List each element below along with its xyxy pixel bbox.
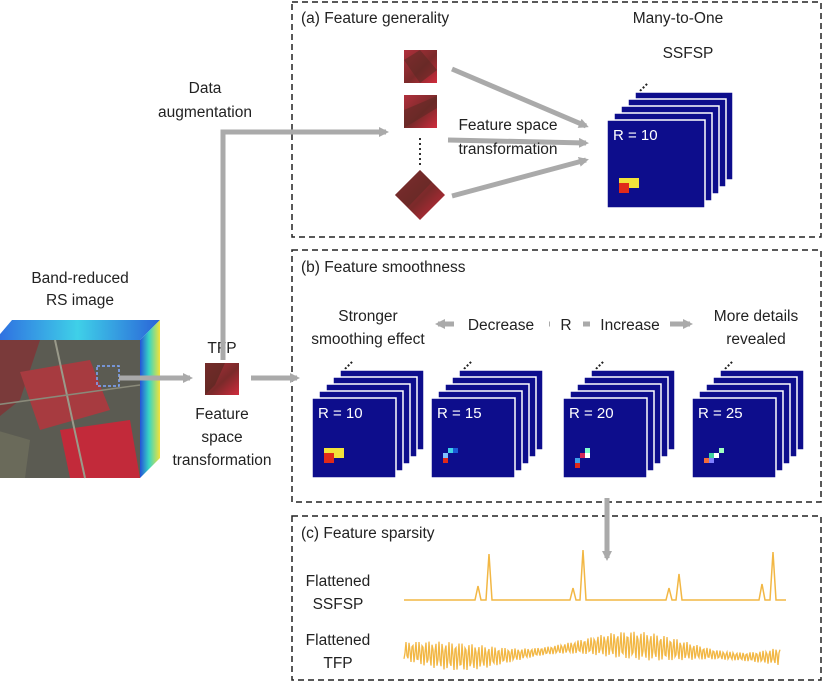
arrow-a-bottom <box>451 156 589 199</box>
more-details-line2: revealed <box>726 331 785 348</box>
feature-pixel <box>709 458 714 463</box>
rs-image-cube <box>0 320 160 479</box>
increase-label: Increase <box>600 317 659 334</box>
feature-pixel <box>575 458 580 463</box>
feature-pixel <box>719 448 724 453</box>
flattened-tfp-line1: Flattened <box>306 632 371 649</box>
ssfsp-stack-0: R = 10 <box>311 360 425 479</box>
input-fst-line3: transformation <box>172 452 271 469</box>
ssfsp-stack-3: R = 25 <box>691 360 805 479</box>
input-fst-line2: space <box>201 429 242 446</box>
feature-pixel <box>709 453 714 458</box>
ssfsp-stack-2: R = 20 <box>562 360 676 479</box>
feature-pixel <box>324 453 334 463</box>
arrow-a-top <box>451 66 589 129</box>
feature-pixel <box>575 463 580 468</box>
ssfsp-stacks-b: R = 10 R = 15 R = 20 R = 25 <box>311 360 805 479</box>
feature-map <box>430 397 516 479</box>
decrease-label-bg <box>454 312 549 334</box>
many-to-one-label: Many-to-One <box>633 10 723 27</box>
flattened-ssfsp-line1: Flattened <box>306 573 371 590</box>
flattened-tfp-line2: TFP <box>323 655 352 672</box>
arrow-a-mid <box>447 137 589 148</box>
rs-image-title-line2: RS image <box>46 292 114 309</box>
feature-pixel <box>453 448 458 453</box>
feature-pixel <box>619 183 629 193</box>
stronger-smoothing-line2: smoothing effect <box>311 331 425 348</box>
panel-a-fst-line2: transformation <box>458 141 557 158</box>
augmentation-line1: Data <box>189 80 222 97</box>
augmentation-line2: augmentation <box>158 104 252 121</box>
stack-r-label: R = 25 <box>698 405 743 422</box>
panel-a-fst-line1: Feature space <box>458 117 557 134</box>
flattened-tfp-signal <box>403 631 781 671</box>
stack-ellipsis <box>595 360 605 370</box>
stack-ellipsis <box>724 360 734 370</box>
augmented-tiles <box>395 50 445 220</box>
stack-r-label: R = 10 <box>613 127 658 144</box>
stack-ellipsis <box>344 360 354 370</box>
stack-r-label: R = 15 <box>437 405 482 422</box>
feature-map <box>606 119 706 209</box>
flattened-ssfsp-signal <box>404 549 786 601</box>
ssfsp-stack-1: R = 15 <box>430 360 544 479</box>
ssfsp-stack-r10-a: R = 10 <box>606 82 734 209</box>
rs-image-title-line1: Band-reduced <box>31 270 128 287</box>
feature-pixel <box>585 453 590 458</box>
panel-b-title: (b) Feature smoothness <box>301 259 466 276</box>
panel-c-frame <box>291 515 822 681</box>
panel-a-title: (a) Feature generality <box>301 10 449 27</box>
stack-r-label: R = 10 <box>318 405 363 422</box>
stronger-smoothing-line1: Stronger <box>338 308 397 325</box>
flattened-ssfsp-line2: SSFSP <box>313 596 364 613</box>
more-details-line1: More details <box>714 308 799 325</box>
panel-a-frame <box>291 1 822 238</box>
feature-pixel <box>585 448 590 453</box>
r-label: R <box>560 317 571 334</box>
feature-pixel <box>443 453 448 458</box>
stack-r-label: R = 20 <box>569 405 614 422</box>
feature-pixel <box>448 448 453 453</box>
increase-label-bg <box>590 312 670 334</box>
input-fst-line1: Feature <box>195 406 248 423</box>
feature-map <box>311 397 397 479</box>
arrow-data-augmentation <box>220 127 389 360</box>
stack-ellipsis <box>639 82 649 92</box>
panel-c-title: (c) Feature sparsity <box>301 525 435 542</box>
feature-pixel <box>714 453 719 458</box>
feature-pixel <box>443 458 448 463</box>
feature-map <box>691 397 777 479</box>
feature-pixel <box>580 453 585 458</box>
decrease-label: Decrease <box>468 317 534 334</box>
ssfsp-stack-a: R = 10 <box>606 82 734 209</box>
feature-pixel <box>704 458 709 463</box>
stack-ellipsis <box>463 360 473 370</box>
ssfsp-label: SSFSP <box>663 45 714 62</box>
